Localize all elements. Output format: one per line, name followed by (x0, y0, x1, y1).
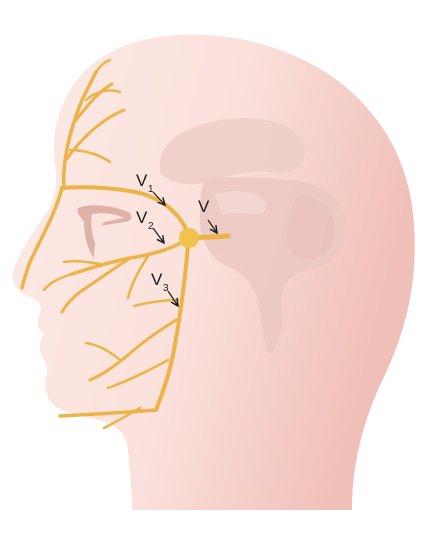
svg-text:V: V (136, 171, 148, 190)
label-v: V (198, 197, 210, 216)
trigeminal-ganglion (179, 228, 199, 248)
svg-text:3: 3 (163, 283, 169, 294)
svg-text:V: V (151, 270, 163, 289)
svg-text:V: V (198, 197, 210, 216)
svg-text:1: 1 (148, 184, 154, 195)
svg-text:V: V (136, 208, 148, 227)
svg-text:2: 2 (148, 221, 154, 232)
